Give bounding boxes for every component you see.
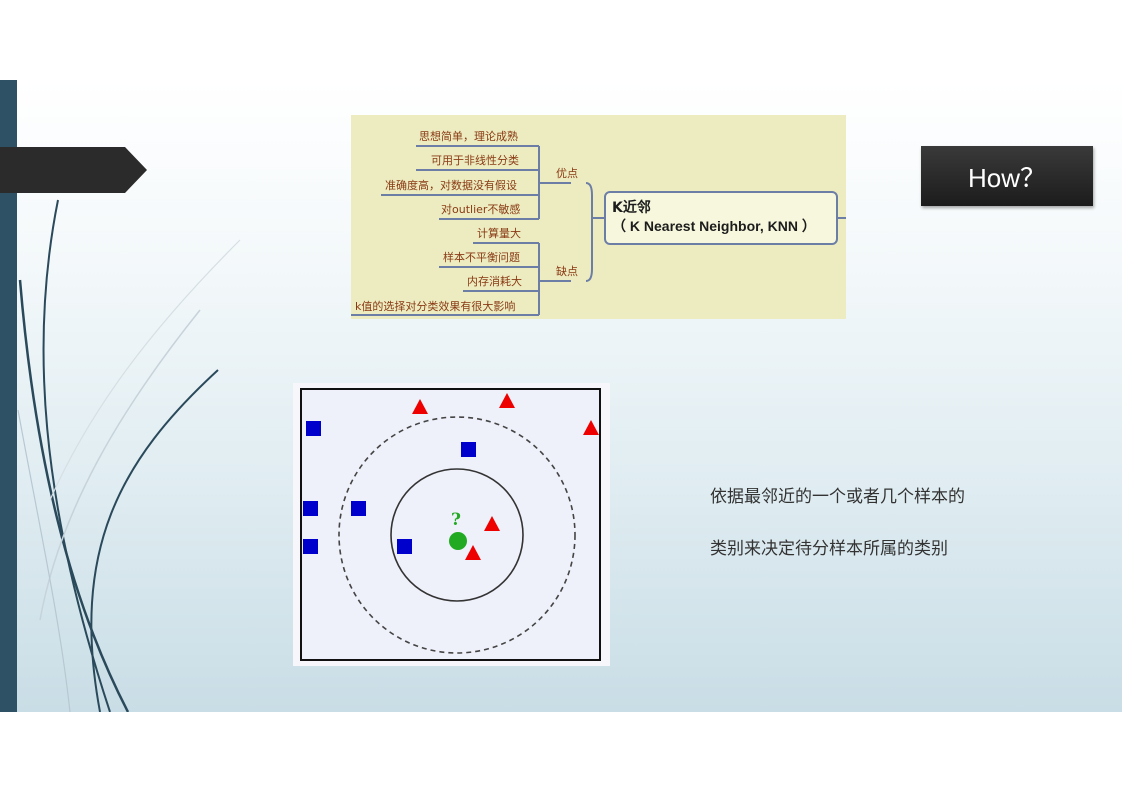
mindmap-connectors	[351, 145, 846, 316]
blue-squares	[303, 421, 476, 554]
square-point	[351, 501, 366, 516]
mindmap-center-node: K近邻 （ K Nearest Neighbor, KNN ）	[604, 191, 838, 245]
slide: How？ 思想简单，理论成熟 可用于非线性分类	[0, 80, 1122, 712]
description-line-1: 依据最邻近的一个或者几个样本的	[710, 487, 965, 507]
pros-item: 准确度高，对数据没有假设	[385, 179, 517, 192]
center-subtitle: （ K Nearest Neighbor, KNN ）	[612, 218, 816, 234]
square-point	[306, 421, 321, 436]
decorative-swooshes	[17, 199, 241, 712]
triangle-point	[465, 545, 481, 560]
triangle-point	[484, 516, 500, 531]
square-point	[461, 442, 476, 457]
left-accent-bar	[0, 80, 17, 712]
knn-mindmap: 思想简单，理论成熟 可用于非线性分类 准确度高，对数据没有假设 对outlier…	[351, 115, 846, 319]
how-label: How？	[967, 162, 1046, 193]
cons-item: k值的选择对分类效果有很大影响	[355, 300, 516, 313]
plot-frame	[300, 388, 601, 661]
how-title-box: How？	[921, 146, 1093, 206]
center-title: K近邻	[612, 200, 651, 216]
knn-illustration: ?	[293, 383, 610, 666]
triangle-point	[412, 399, 428, 414]
pros-branch-label: 优点	[556, 167, 578, 180]
triangle-point	[583, 420, 599, 435]
cons-item: 样本不平衡问题	[443, 251, 520, 264]
red-triangles	[412, 393, 599, 560]
query-point	[449, 532, 467, 550]
cons-item: 内存消耗大	[467, 275, 522, 288]
square-point	[397, 539, 412, 554]
outer-dashed-circle	[338, 416, 576, 654]
pros-item: 可用于非线性分类	[431, 154, 519, 167]
query-label: ?	[451, 510, 461, 530]
square-point	[303, 501, 318, 516]
inner-solid-circle	[390, 468, 524, 602]
pros-item: 对outlier不敏感	[441, 203, 521, 216]
square-point	[303, 539, 318, 554]
cons-item: 计算量大	[477, 227, 521, 240]
cons-branch-label: 缺点	[556, 265, 578, 278]
description-line-2: 类别来决定待分样本所属的类别	[710, 539, 948, 559]
pros-item: 思想简单，理论成熟	[419, 130, 518, 143]
section-arrow-tab	[0, 147, 147, 193]
knn-plot: ?	[300, 388, 601, 661]
triangle-point	[499, 393, 515, 408]
